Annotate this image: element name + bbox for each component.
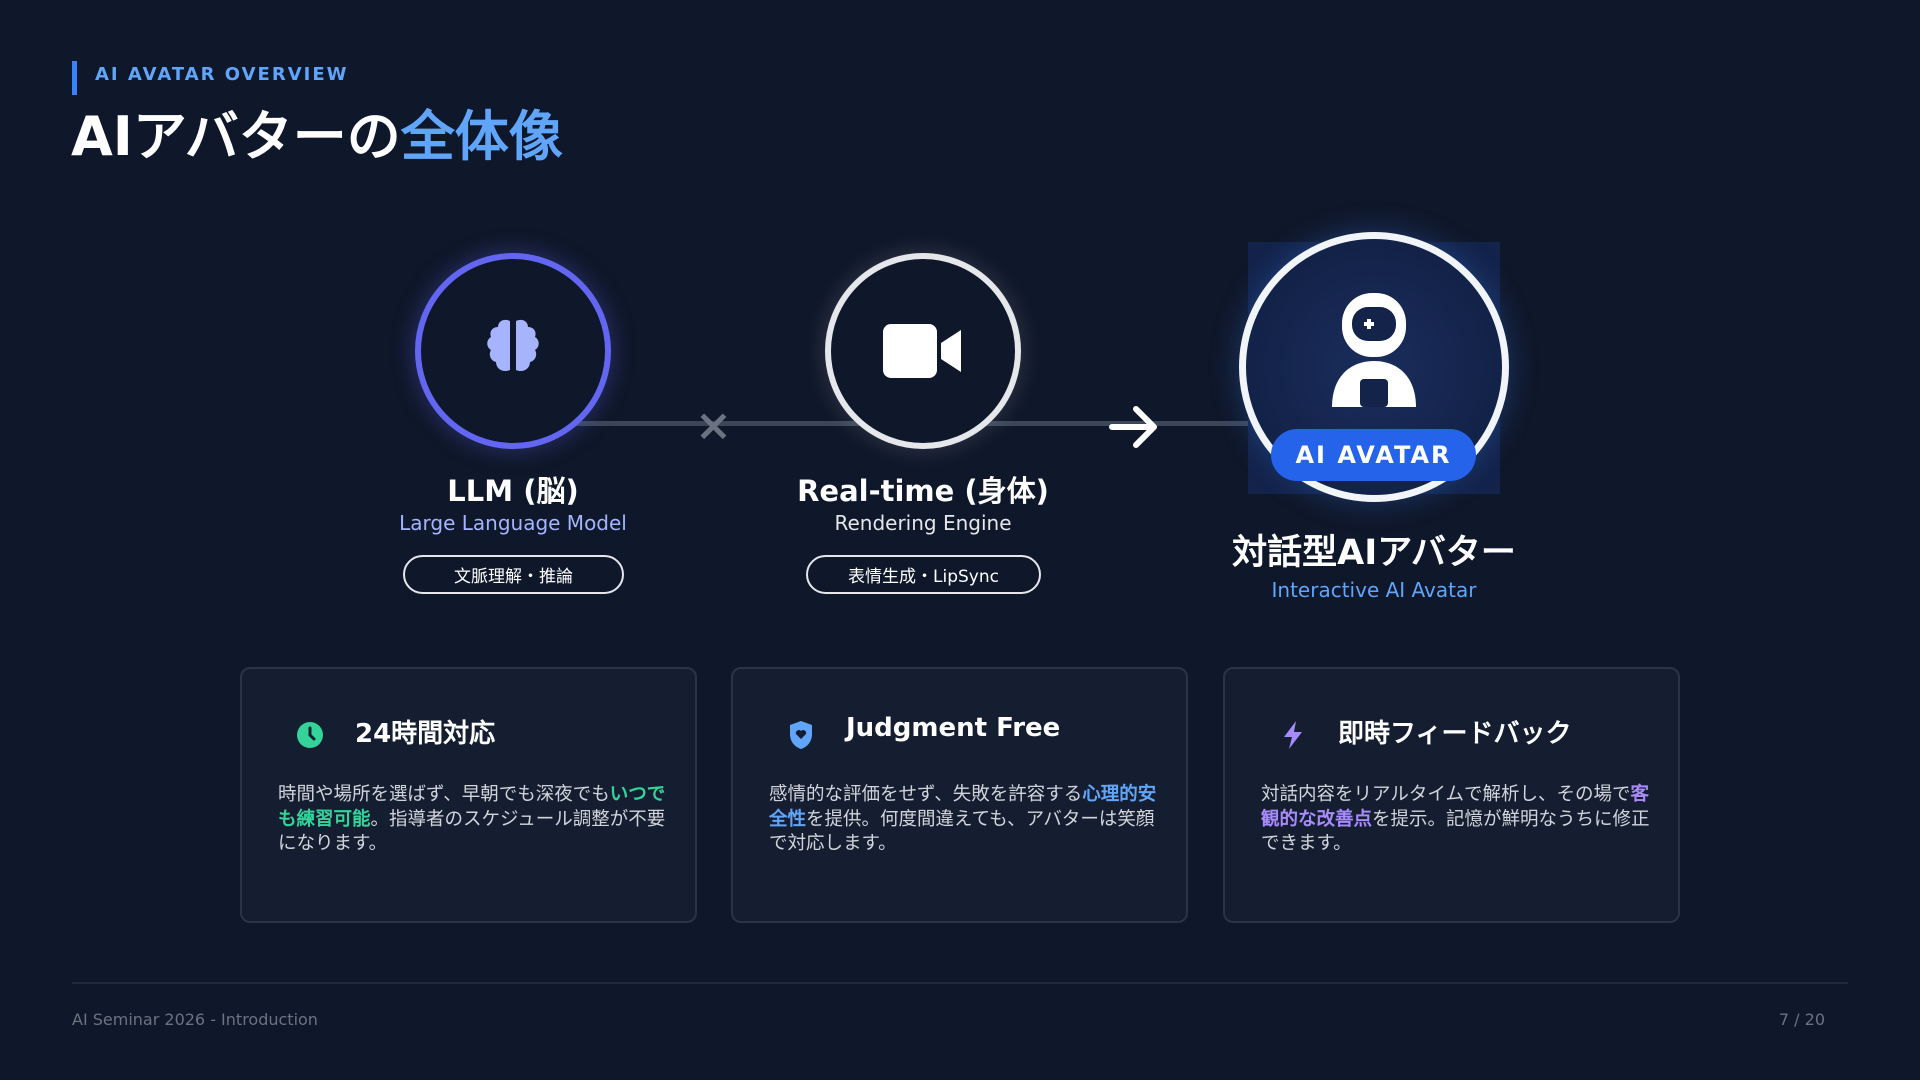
footer-divider xyxy=(72,982,1848,984)
llm-label: LLM (脳) xyxy=(447,474,579,508)
card-title: 24時間対応 xyxy=(355,719,496,749)
llm-tag: 文脈理解・推論 xyxy=(403,555,624,594)
brain-icon xyxy=(487,319,539,372)
avatar-subtitle: Interactive AI Avatar xyxy=(1271,578,1477,602)
card-body: 感情的な評価をせず、失敗を許容する心理的安全性を提供。何度間違えても、アバターは… xyxy=(769,783,1159,857)
realtime-tag: 表情生成・LipSync xyxy=(806,555,1041,594)
feature-card-instant-feedback: 即時フィードバック 対話内容をリアルタイムで解析し、その場で客観的な改善点を提示… xyxy=(1223,667,1680,923)
video-camera-icon xyxy=(883,324,961,378)
card-title: Judgment Free xyxy=(846,713,1061,743)
multiply-operator: × xyxy=(695,400,732,451)
feature-card-24h: 24時間対応 時間や場所を選ばず、早朝でも深夜でもいつでも練習可能。指導者のスケ… xyxy=(240,667,697,923)
title-main: AIアバターの xyxy=(71,105,401,168)
card-body-text: 感情的な評価をせず、失敗を許容する xyxy=(769,784,1083,805)
llm-subtitle: Large Language Model xyxy=(399,511,627,535)
footer-title: AI Seminar 2026 - Introduction xyxy=(72,1010,318,1029)
card-body-text: 対話内容をリアルタイムで解析し、その場で xyxy=(1261,784,1631,805)
card-body-emphasis: 心理的安全性 xyxy=(769,784,1157,830)
card-body-text: 。指導者のスケジュール調整が不要になります。 xyxy=(278,808,666,855)
feature-card-judgment-free: Judgment Free 感情的な評価をせず、失敗を許容する心理的安全性を提供… xyxy=(731,667,1188,923)
card-body-emphasis: いつでも練習可能 xyxy=(278,784,666,830)
card-title: 即時フィードバック xyxy=(1338,719,1572,749)
section-kicker: AI AVATAR OVERVIEW xyxy=(95,64,349,85)
card-body: 時間や場所を選ばず、早朝でも深夜でもいつでも練習可能。指導者のスケジュール調整が… xyxy=(278,783,668,857)
llm-circle xyxy=(415,253,611,449)
avatar-label: 対話型AIアバター xyxy=(1232,533,1516,573)
page-number: 7 / 20 xyxy=(1778,1010,1825,1029)
clock-icon xyxy=(294,719,326,751)
realtime-label: Real-time (身体) xyxy=(797,474,1049,508)
arrow-right-icon xyxy=(1109,406,1157,448)
title-highlight: 全体像 xyxy=(400,105,563,168)
card-body: 対話内容をリアルタイムで解析し、その場で客観的な改善点を提示。記憶が鮮明なうちに… xyxy=(1261,783,1651,857)
shield-heart-icon xyxy=(785,719,817,751)
card-body-emphasis: 客観的な改善点 xyxy=(1261,784,1649,830)
card-body-text: を提供。何度間違えても、アバターは笑顔で対応します。 xyxy=(769,808,1155,855)
ai-avatar-badge: AI AVATAR xyxy=(1271,429,1476,481)
card-body-text: 時間や場所を選ばず、早朝でも深夜でも xyxy=(278,784,610,805)
realtime-subtitle: Rendering Engine xyxy=(834,511,1012,535)
page-title: AIアバターの全体像 xyxy=(71,104,563,170)
kicker-accent-bar xyxy=(72,61,77,95)
card-body-text: を提示。記憶が鮮明なうちに修正できます。 xyxy=(1261,808,1650,855)
realtime-circle xyxy=(825,253,1021,449)
astronaut-icon xyxy=(1332,293,1416,407)
lightning-icon xyxy=(1277,719,1309,751)
